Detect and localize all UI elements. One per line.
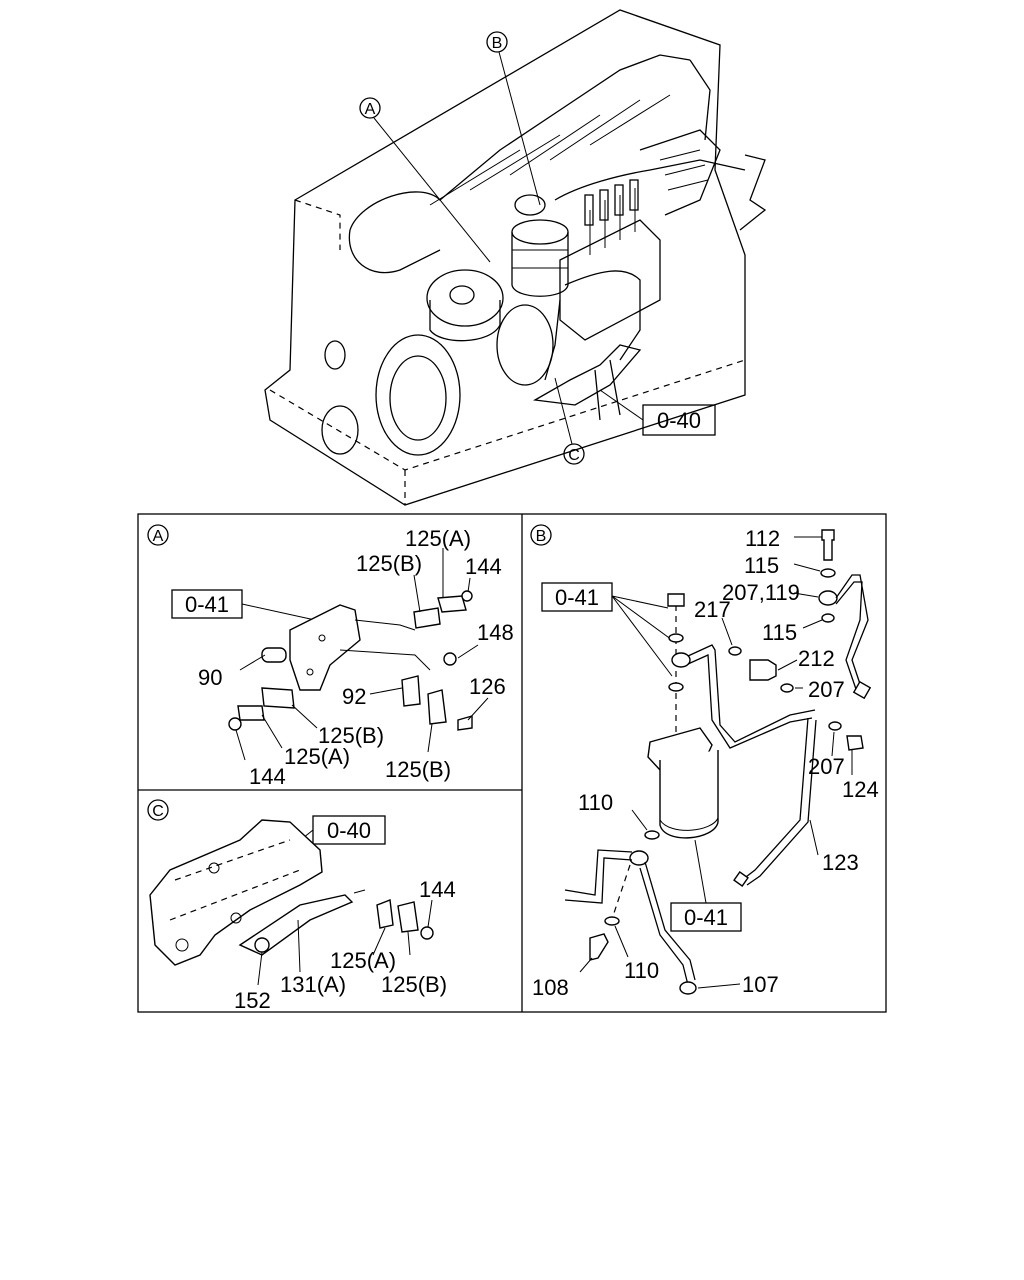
main-ref-box-label: 0-40 (657, 408, 701, 433)
washer-115-mid (821, 613, 835, 623)
nut-144 (420, 926, 434, 940)
clip-125b (397, 901, 419, 933)
bracket-part (289, 604, 361, 691)
eye-119 (818, 590, 838, 606)
nut-144-top (461, 590, 473, 602)
label-123: 123 (822, 850, 859, 875)
washer-110-bot (604, 916, 620, 926)
panel-b: B 0-41 0-41 (530, 524, 879, 1000)
label-115-mid: 115 (762, 620, 797, 645)
clip-125a-mid (237, 705, 265, 721)
panel-b-ref-box-bot-label: 0-41 (684, 905, 728, 930)
panel-c-ref-box[interactable]: 0-40 (287, 815, 386, 851)
clip-125a (376, 899, 394, 929)
panel-b-ref-box-top-label: 0-41 (555, 585, 599, 610)
panel-c-ref-box-label: 0-40 (327, 818, 371, 843)
label-212: 212 (798, 646, 835, 671)
nut-144-bot (228, 717, 242, 731)
callout-c: C (554, 377, 585, 465)
clip-125b-low (427, 689, 447, 725)
washer-207-right (780, 683, 794, 693)
label-125b-top: 125(B) (356, 551, 422, 576)
label-126: 126 (469, 674, 506, 699)
label-125b-c: 125(B) (381, 972, 447, 997)
pipe-end-107 (679, 981, 697, 995)
banjo-fitting (671, 652, 691, 668)
washer-low (668, 682, 684, 692)
label-90: 90 (198, 665, 222, 690)
engine-overview (264, 9, 767, 506)
label-124: 124 (842, 777, 879, 802)
washer-115-top (820, 568, 836, 578)
panel-c: C 0-40 144 125(A) 125(B) 152 131(A) (147, 799, 456, 1013)
label-110-top: 110 (578, 790, 613, 815)
panel-a-header: A (153, 528, 164, 545)
washer-207-low (828, 721, 842, 731)
clip-125b-top (413, 607, 441, 629)
label-108: 108 (532, 975, 569, 1000)
label-92: 92 (342, 684, 366, 709)
callout-c-letter: C (568, 447, 580, 464)
clip-92 (401, 675, 421, 707)
label-125b-mid: 125(B) (318, 723, 384, 748)
label-115-top: 115 (744, 553, 779, 578)
callout-b: B (486, 31, 541, 206)
panel-b-header: B (536, 528, 547, 545)
label-144-c: 144 (419, 877, 456, 902)
panel-c-header: C (152, 803, 164, 820)
filter-canister (659, 750, 719, 839)
label-207-right: 207 (808, 677, 845, 702)
label-152-c: 152 (234, 988, 271, 1013)
callout-a-letter: A (365, 101, 376, 118)
label-107: 107 (742, 972, 779, 997)
panel-frames (137, 513, 887, 1013)
panel-a-ref-box[interactable]: 0-41 (171, 589, 316, 621)
label-125a-c: 125(A) (330, 948, 396, 973)
label-207-119: 207,119 (722, 580, 800, 605)
callout-a: A (359, 97, 491, 263)
pump-housing (149, 819, 323, 966)
panel-a: A 0-41 125(A) 125(B) 144 148 90 126 92 1… (147, 524, 514, 789)
nut-124 (846, 735, 864, 751)
part-90-shape (261, 647, 287, 663)
washer-top (668, 633, 684, 643)
washer-217 (728, 646, 742, 656)
label-148: 148 (477, 620, 514, 645)
label-125a-top: 125(A) (405, 526, 471, 551)
bolt-112 (821, 529, 835, 561)
label-110-bot: 110 (624, 958, 659, 983)
panel-a-ref-box-label: 0-41 (185, 592, 229, 617)
label-144-top: 144 (465, 554, 502, 579)
label-112: 112 (745, 526, 780, 551)
nut-152 (254, 937, 270, 953)
label-217: 217 (694, 597, 731, 622)
panel-b-ref-box-bot[interactable]: 0-41 (670, 839, 742, 932)
label-125a-mid: 125(A) (284, 744, 350, 769)
callout-b-letter: B (492, 35, 503, 52)
bolt-top (667, 593, 685, 607)
label-125b-bot: 125(B) (385, 757, 451, 782)
label-144-bot: 144 (249, 764, 286, 789)
pipe-end-123 (733, 871, 749, 887)
panel-b-ref-box-top[interactable]: 0-41 (541, 582, 673, 677)
bolt-148-head (443, 652, 457, 666)
main-ref-box[interactable]: 0-40 (599, 389, 716, 436)
clip-125b-mid (261, 687, 295, 709)
label-131a-c: 131(A) (280, 972, 346, 997)
pipe-end-top (852, 680, 872, 700)
bolt-108 (589, 933, 609, 961)
fitting-212 (749, 659, 777, 681)
washer-110-top (644, 830, 660, 840)
banjo-low (629, 850, 649, 866)
label-207-low: 207 (808, 754, 845, 779)
clip-125a-top (437, 595, 467, 613)
